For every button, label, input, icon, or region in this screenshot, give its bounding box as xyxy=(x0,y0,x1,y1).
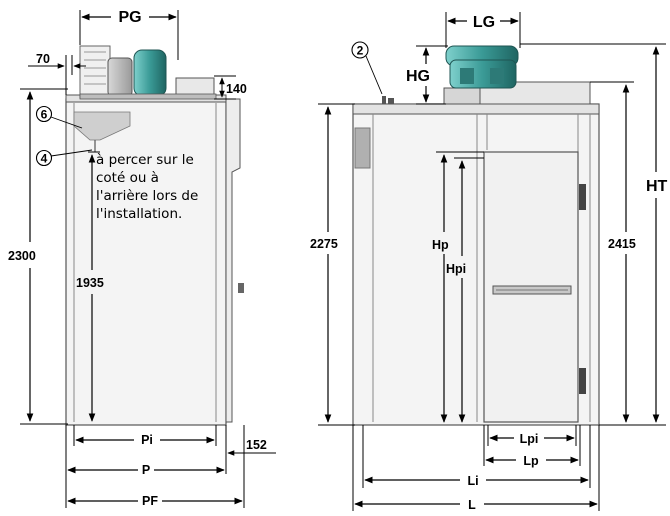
dim-2275-label: 2275 xyxy=(310,237,338,251)
callout-4-label: 4 xyxy=(41,152,48,166)
dim-152-label: 152 xyxy=(246,438,267,452)
side-view: PG 70 140 2300 1935 6 4 à percer sur le xyxy=(8,7,276,508)
drilling-note: à percer sur le coté ou à l'arrière lors… xyxy=(96,152,198,222)
dim-hg-label: HG xyxy=(406,68,430,85)
dim-140-label: 140 xyxy=(226,82,247,96)
dim-2300-label: 2300 xyxy=(8,249,36,263)
callout-6-circle xyxy=(35,105,53,123)
front-view: 2 LG HG HT 2415 2275 xyxy=(310,12,668,512)
note-line-2: coté ou à xyxy=(96,170,159,186)
compressor-unit-icon-front xyxy=(445,45,519,89)
door-hinge-icon xyxy=(579,184,586,210)
callout-4-circle xyxy=(35,149,53,167)
callout-2-label: 2 xyxy=(357,44,364,58)
door-side-profile xyxy=(225,98,241,423)
drain-funnel-icon xyxy=(73,111,131,141)
note-line-4: l'installation. xyxy=(96,206,182,222)
dim-hpi-label: Hpi xyxy=(446,262,466,276)
dim-1935-label: 1935 xyxy=(76,276,104,290)
door-hinge-icon-lower xyxy=(579,368,586,394)
note-line-1: à percer sur le xyxy=(96,152,194,168)
dim-pg-label: PG xyxy=(118,9,141,26)
dim-pi-label: Pi xyxy=(141,433,153,447)
dim-li-label: Li xyxy=(467,474,478,488)
dim-2415-label: 2415 xyxy=(608,237,636,251)
dim-pf-label: PF xyxy=(142,494,158,508)
compressor-unit-icon xyxy=(79,45,217,100)
dim-ht-label: HT xyxy=(646,178,668,195)
dim-l-label: L xyxy=(468,498,476,511)
door-handle-icon xyxy=(238,283,244,293)
dim-lp-label: Lp xyxy=(523,454,539,468)
cabinet-side-panel xyxy=(65,98,227,426)
dim-hp-label: Hp xyxy=(432,238,449,252)
control-panel xyxy=(354,127,371,169)
note-line-3: l'arrière lors de xyxy=(96,188,198,204)
callout-6-label: 6 xyxy=(41,108,48,122)
dim-70-label: 70 xyxy=(36,52,50,66)
dim-lpi-label: Lpi xyxy=(520,432,539,446)
dim-lg-label: LG xyxy=(473,14,495,31)
dim-p-label: P xyxy=(142,463,150,477)
callout-2-circle xyxy=(351,41,369,59)
